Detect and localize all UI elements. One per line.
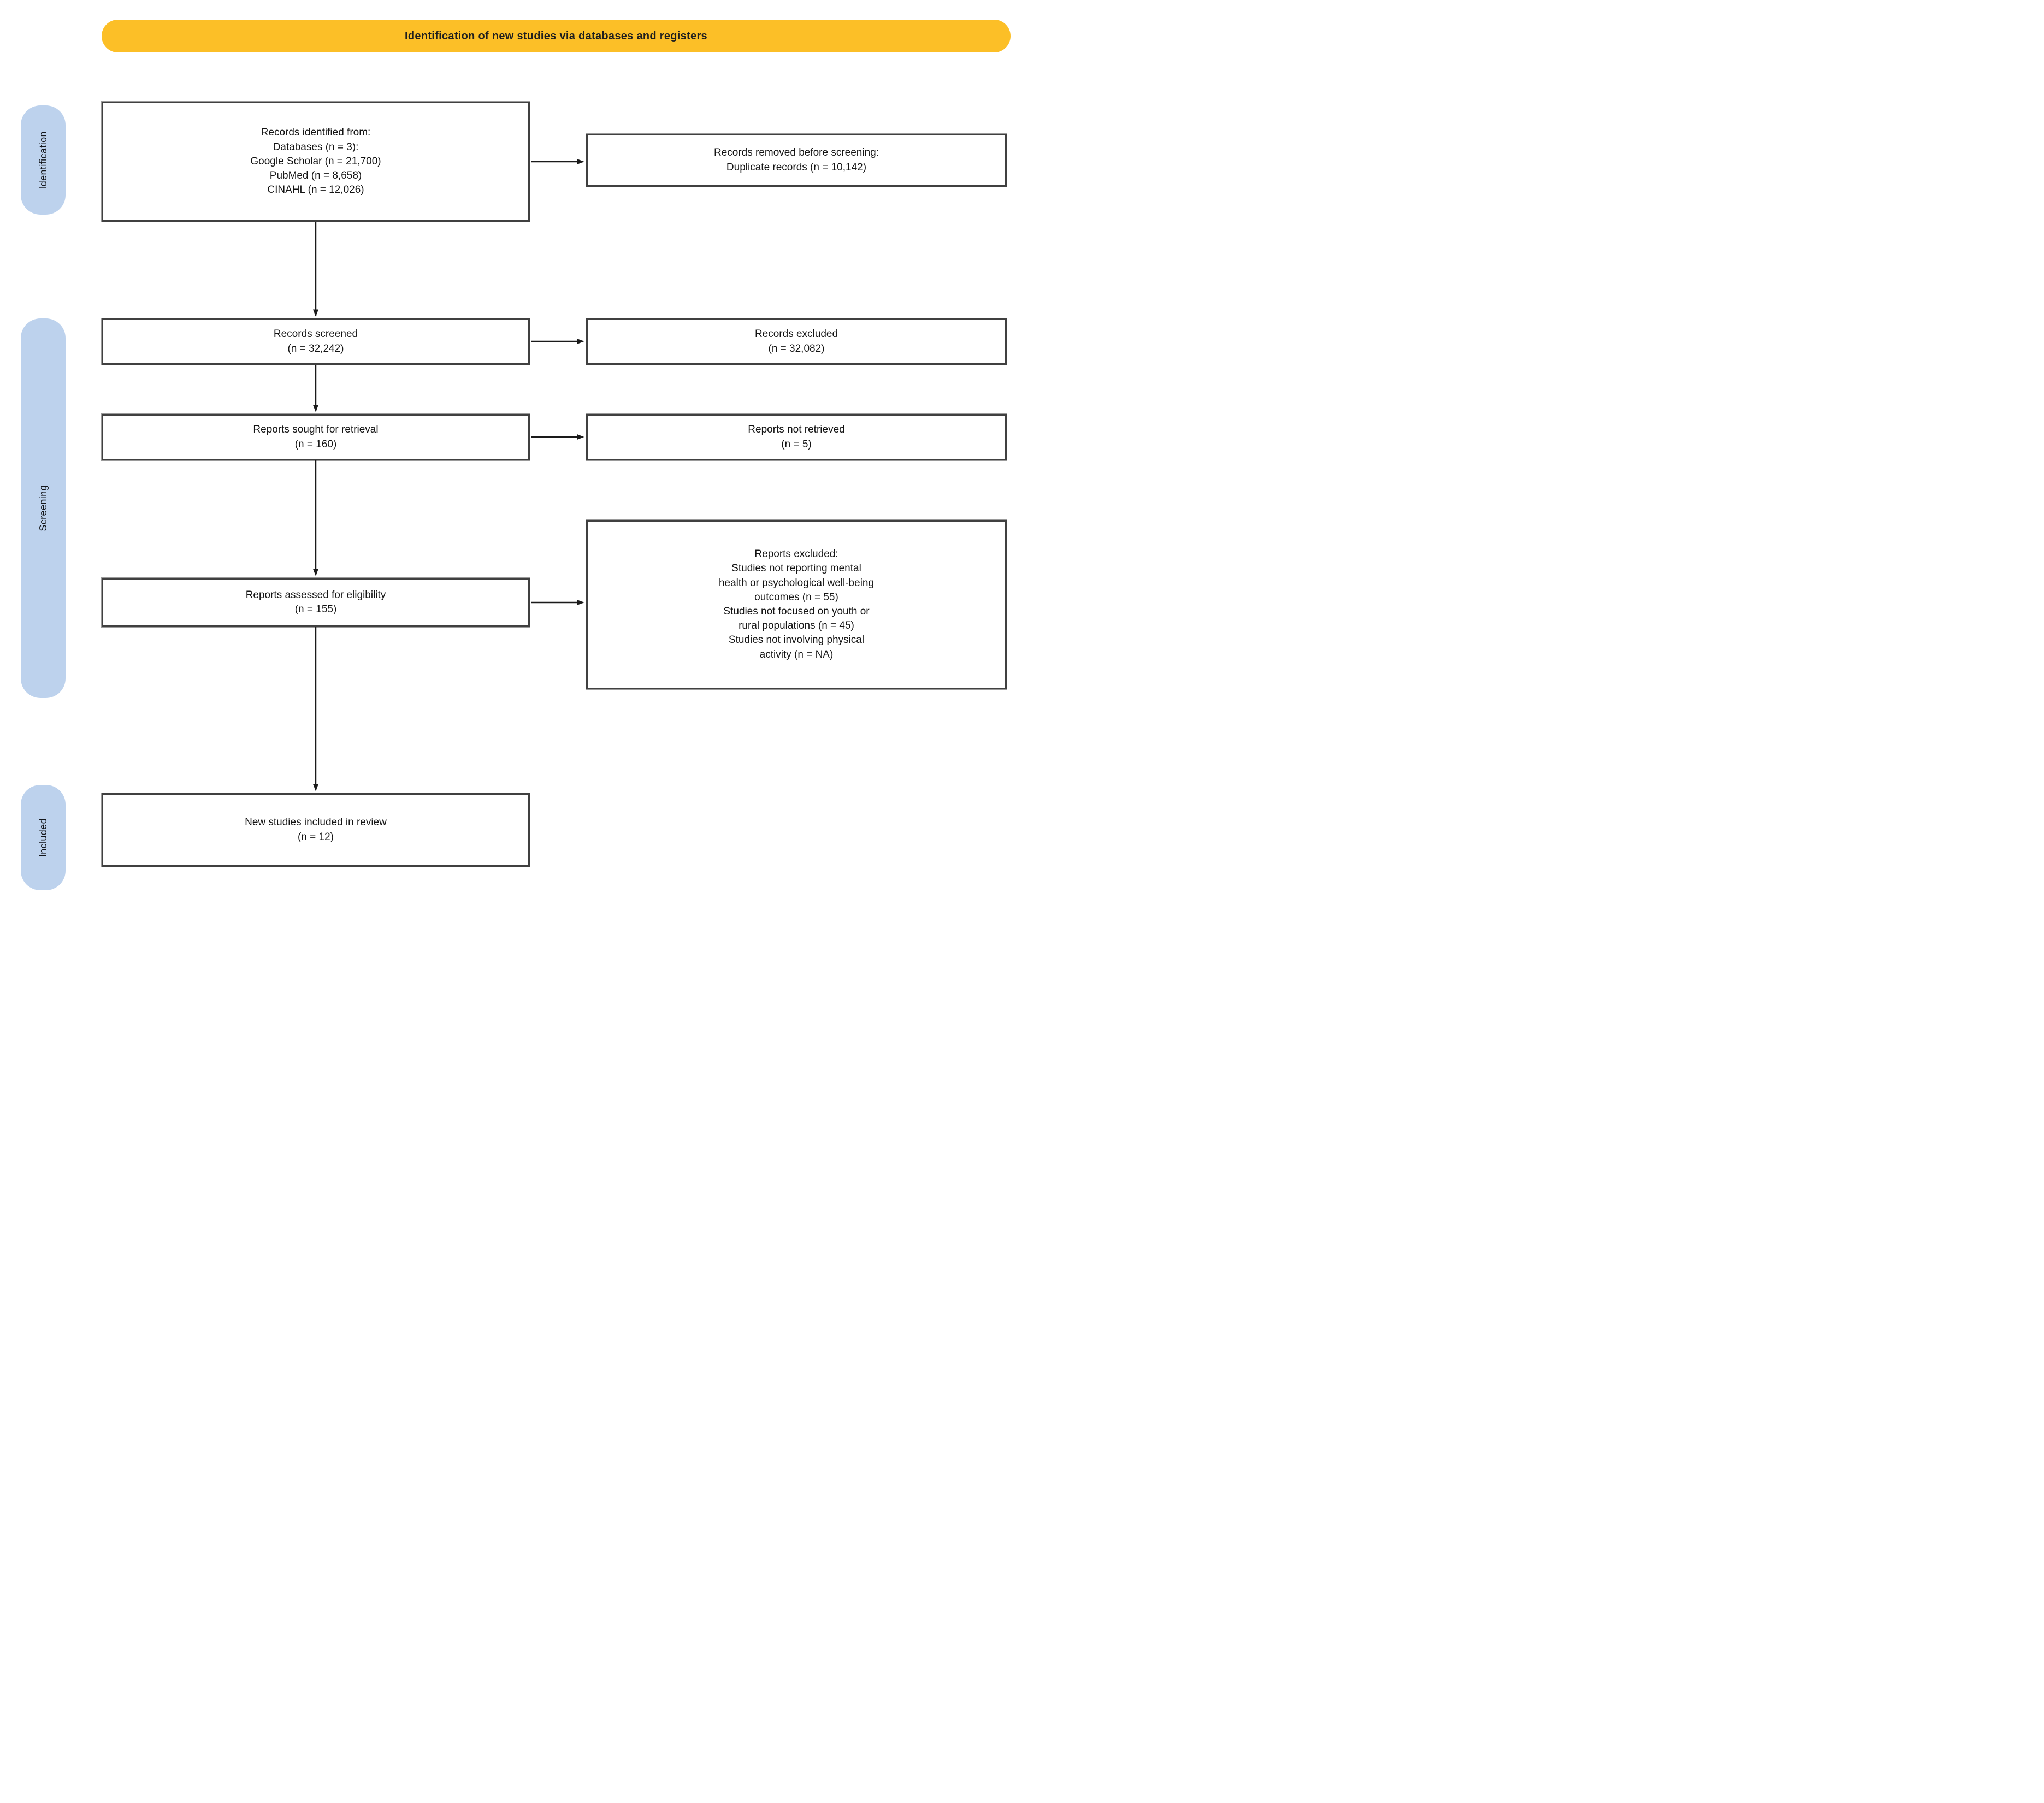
stage-label-screening: Screening	[21, 318, 66, 698]
box-reports-excluded: Reports excluded: Studies not reporting …	[586, 520, 1007, 689]
prisma-flow-diagram: Identification of new studies via databa…	[0, 0, 1022, 901]
box-records-removed-text: Records removed before screening: Duplic…	[713, 147, 879, 173]
box-new-studies-included-text: New studies included in review (n = 12)	[245, 817, 387, 843]
stage-label-included: Included	[21, 785, 66, 890]
stage-label-identification-text: Identification	[37, 131, 49, 190]
box-reports-excluded-text: Reports excluded: Studies not reporting …	[718, 548, 875, 660]
box-reports-sought: Reports sought for retrieval (n = 160)	[102, 414, 530, 460]
box-reports-assessed-text: Reports assessed for eligibility (n = 15…	[245, 589, 386, 615]
stage-label-screening-text: Screening	[37, 485, 49, 531]
banner-title: Identification of new studies via databa…	[102, 20, 1011, 52]
stage-label-identification: Identification	[21, 105, 66, 215]
stage-label-included-text: Included	[37, 818, 49, 858]
box-records-screened: Records screened (n = 32,242)	[102, 318, 530, 365]
box-records-identified-text: Records identified from: Databases (n = …	[250, 127, 381, 196]
box-reports-not-retrieved: Reports not retrieved (n = 5)	[586, 414, 1007, 460]
box-reports-sought-text: Reports sought for retrieval (n = 160)	[253, 424, 379, 450]
box-reports-assessed: Reports assessed for eligibility (n = 15…	[102, 578, 530, 627]
box-records-removed-before-screening: Records removed before screening: Duplic…	[586, 134, 1007, 187]
box-records-identified: Records identified from: Databases (n = …	[102, 102, 530, 222]
box-new-studies-included: New studies included in review (n = 12)	[102, 793, 530, 867]
box-records-screened-text: Records screened (n = 32,242)	[273, 328, 358, 354]
box-records-excluded-text: Records excluded (n = 32,082)	[754, 328, 838, 354]
box-reports-not-retrieved-text: Reports not retrieved (n = 5)	[748, 424, 845, 450]
box-records-excluded: Records excluded (n = 32,082)	[586, 318, 1007, 365]
